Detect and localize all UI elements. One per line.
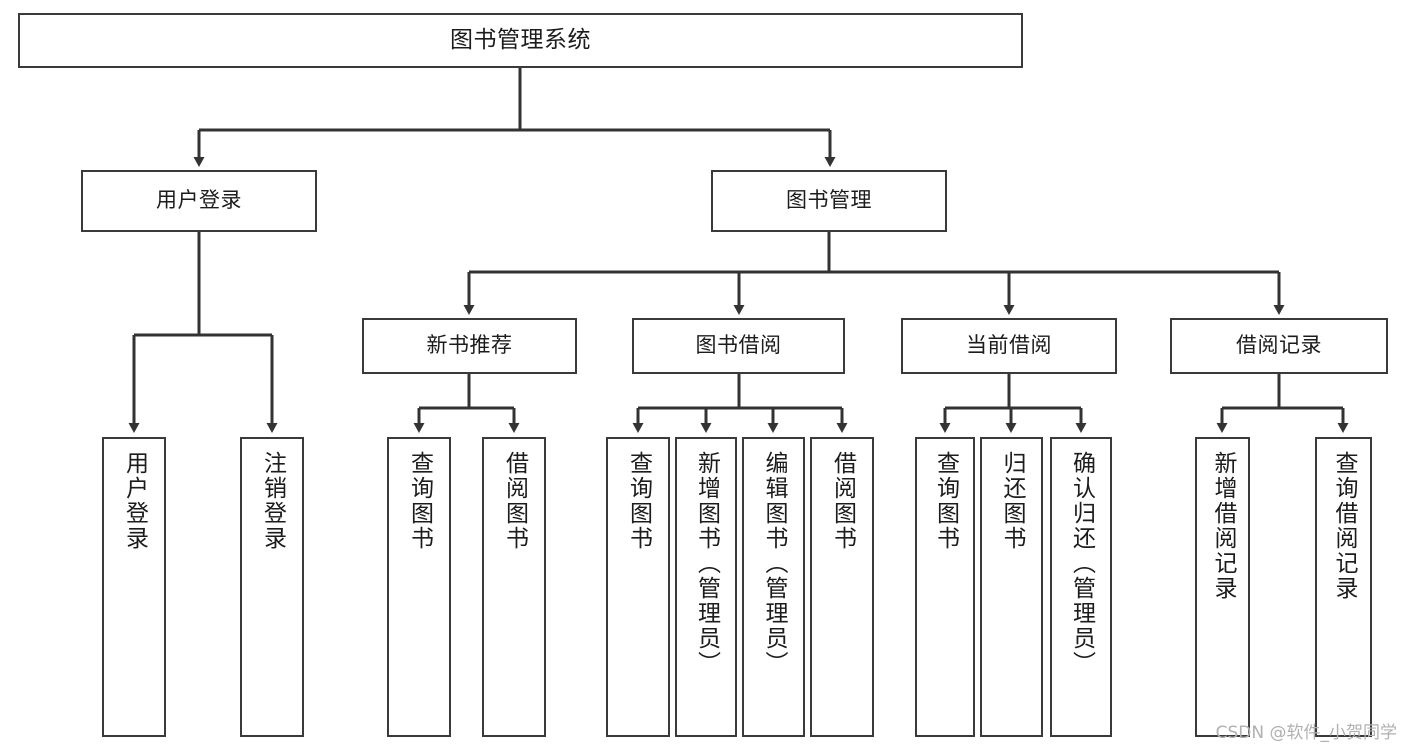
node-leaf-query-record-label: 查询借阅记录 [1331,451,1357,601]
node-leaf-user-login-label: 用户登录 [121,451,148,551]
node-leaf-add-record[interactable]: 新增借阅记录 [1195,437,1250,737]
node-new-book-rec-label: 新书推荐 [426,333,513,358]
node-new-book-rec[interactable]: 新书推荐 [362,318,577,374]
node-leaf-add-book-label: 新增图书（管理员） [693,451,720,676]
node-leaf-add-record-label: 新增借阅记录 [1210,451,1236,601]
node-leaf-user-logout[interactable]: 注销登录 [240,437,304,737]
node-root[interactable]: 图书管理系统 [18,13,1023,68]
node-leaf-query-book-2-label: 查询图书 [625,451,652,551]
node-leaf-edit-book[interactable]: 编辑图书（管理员） [742,437,805,737]
node-user-login[interactable]: 用户登录 [81,170,317,232]
node-root-label: 图书管理系统 [450,26,591,53]
node-leaf-user-logout-label: 注销登录 [259,451,286,551]
node-leaf-query-book-1[interactable]: 查询图书 [387,437,451,737]
node-book-manage-label: 图书管理 [786,188,872,213]
node-leaf-query-book-3[interactable]: 查询图书 [915,437,975,737]
node-leaf-query-book-1-label: 查询图书 [406,451,433,551]
node-leaf-return-book[interactable]: 归还图书 [980,437,1043,737]
node-book-manage[interactable]: 图书管理 [711,170,947,232]
node-leaf-confirm-return[interactable]: 确认归还（管理员） [1050,437,1112,737]
node-leaf-query-record[interactable]: 查询借阅记录 [1315,437,1372,737]
node-leaf-borrow-book-2[interactable]: 借阅图书 [810,437,874,737]
node-borrow-record-label: 借阅记录 [1236,333,1322,358]
node-book-borrow-label: 图书借阅 [695,333,782,358]
node-leaf-query-book-2[interactable]: 查询图书 [606,437,670,737]
watermark-text: CSDN @软件_小贺同学 [1215,723,1397,743]
node-book-borrow[interactable]: 图书借阅 [632,318,845,374]
node-leaf-return-book-label: 归还图书 [999,451,1025,551]
node-leaf-add-book[interactable]: 新增图书（管理员） [675,437,737,737]
node-leaf-edit-book-label: 编辑图书（管理员） [761,451,787,676]
node-leaf-borrow-book-1[interactable]: 借阅图书 [482,437,546,737]
node-leaf-borrow-book-1-label: 借阅图书 [501,451,528,551]
node-current-borrow-label: 当前借阅 [966,333,1052,358]
node-user-login-label: 用户登录 [156,188,242,213]
node-leaf-user-login[interactable]: 用户登录 [102,437,166,737]
node-leaf-query-book-3-label: 查询图书 [932,451,959,551]
node-borrow-record[interactable]: 借阅记录 [1170,318,1388,374]
node-leaf-confirm-return-label: 确认归还（管理员） [1068,451,1095,676]
node-leaf-borrow-book-2-label: 借阅图书 [829,451,856,551]
node-current-borrow[interactable]: 当前借阅 [901,318,1117,374]
